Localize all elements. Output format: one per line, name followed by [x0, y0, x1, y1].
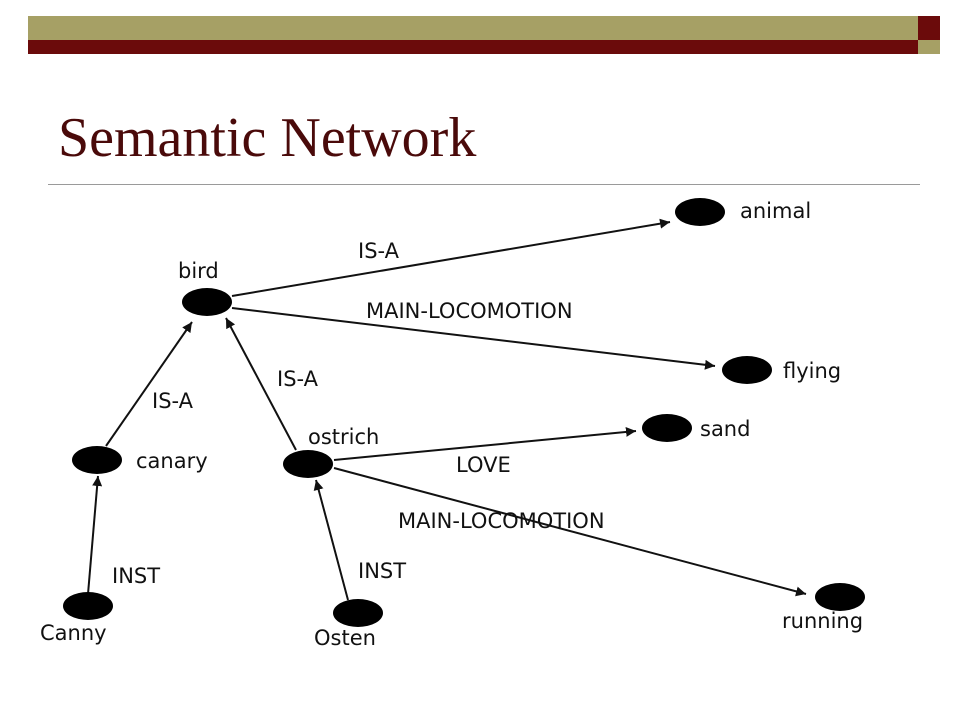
title-divider — [48, 184, 920, 185]
semantic-network-diagram: bird animal flying canary ostrich sand C… — [40, 198, 865, 650]
node-label-flying: flying — [783, 359, 841, 383]
edge-label-osten-ostrich: INST — [358, 559, 406, 583]
node-bird — [182, 288, 232, 316]
edge-label-bird-flying: MAIN-LOCOMOTION — [366, 299, 573, 323]
edge-canny-canary — [87, 475, 103, 595]
node-animal — [675, 198, 725, 226]
edge-ostrich-running — [333, 467, 807, 597]
node-label-ostrich: ostrich — [308, 425, 379, 449]
edge-ostrich-bird — [225, 317, 297, 451]
edge-label-canny-canary: INST — [112, 564, 160, 588]
edge-label-ostrich-bird: IS-A — [277, 367, 319, 391]
node-label-animal: animal — [740, 199, 811, 223]
node-running — [815, 583, 865, 611]
slide-title: Semantic Network — [58, 107, 477, 169]
edge-label-ostrich-sand: LOVE — [456, 453, 511, 477]
node-canary — [72, 446, 122, 474]
edge-bird-flying — [231, 307, 716, 370]
edge-osten-ostrich — [313, 479, 349, 601]
node-label-bird: bird — [178, 259, 219, 283]
node-label-running: running — [782, 609, 863, 633]
node-label-sand: sand — [700, 417, 750, 441]
edge-canary-bird — [105, 321, 193, 447]
node-osten — [333, 599, 383, 627]
node-label-osten: Osten — [314, 626, 376, 650]
edge-label-ostrich-running: MAIN-LOCOMOTION — [398, 509, 605, 533]
header-olive-bar — [28, 16, 918, 40]
node-label-canny: Canny — [40, 621, 107, 645]
edge-ostrich-sand — [333, 426, 637, 461]
node-ostrich — [283, 450, 333, 478]
node-label-canary: canary — [136, 449, 208, 473]
header-maroon-bar — [28, 40, 918, 54]
header-band — [0, 0, 960, 60]
edge-bird-animal — [231, 218, 671, 297]
node-sand — [642, 414, 692, 442]
edge-label-canary-bird: IS-A — [152, 389, 194, 413]
header-corner-maroon — [918, 16, 940, 40]
edge-label-bird-animal: IS-A — [358, 239, 400, 263]
node-canny — [63, 592, 113, 620]
header-corner-olive — [918, 40, 940, 54]
node-flying — [722, 356, 772, 384]
